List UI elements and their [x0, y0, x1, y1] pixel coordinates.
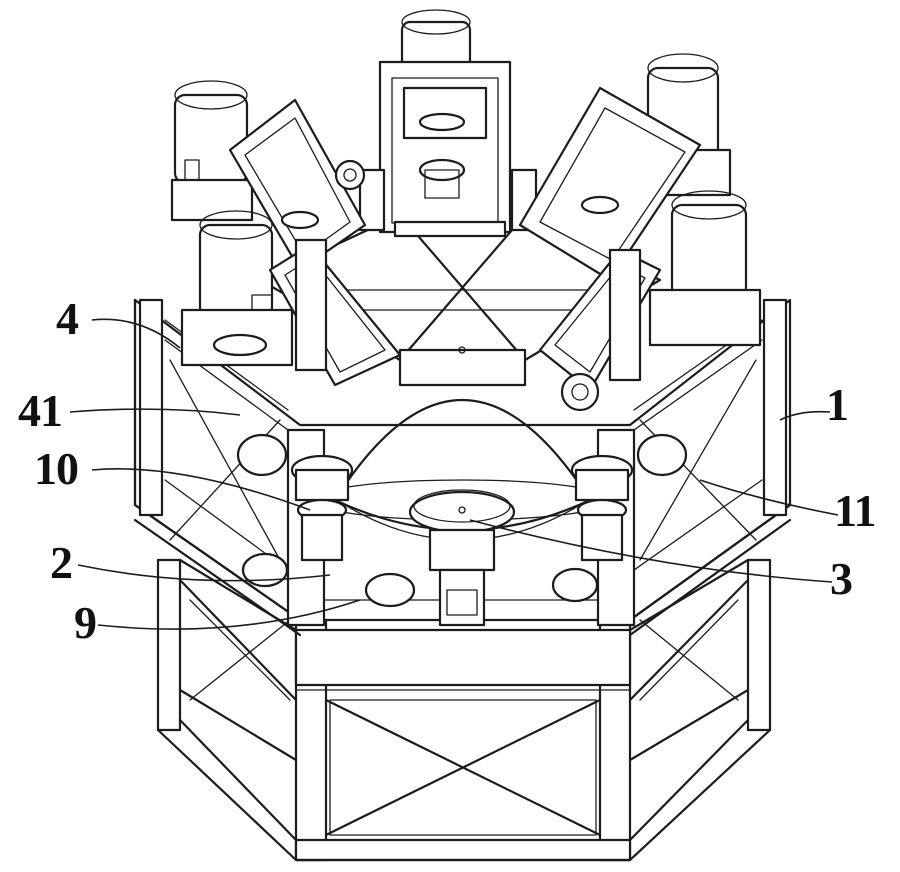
motor-unit-top-right	[518, 53, 732, 282]
turntable	[236, 399, 688, 627]
motor-unit-right	[538, 190, 762, 412]
leader-lines	[69, 318, 839, 630]
callout-1: 1	[826, 379, 849, 430]
callout-4: 4	[56, 293, 79, 344]
callout-41: 41	[18, 385, 63, 436]
callout-11: 11	[834, 485, 876, 536]
motor-unit-left	[180, 210, 402, 387]
callout-3: 3	[830, 553, 853, 604]
base-frame	[156, 558, 772, 862]
motor-unit-top-left	[170, 80, 367, 272]
callout-10: 10	[34, 443, 79, 494]
motor-unit-top	[358, 9, 538, 238]
callout-2: 2	[50, 537, 73, 588]
callout-9: 9	[74, 597, 97, 648]
